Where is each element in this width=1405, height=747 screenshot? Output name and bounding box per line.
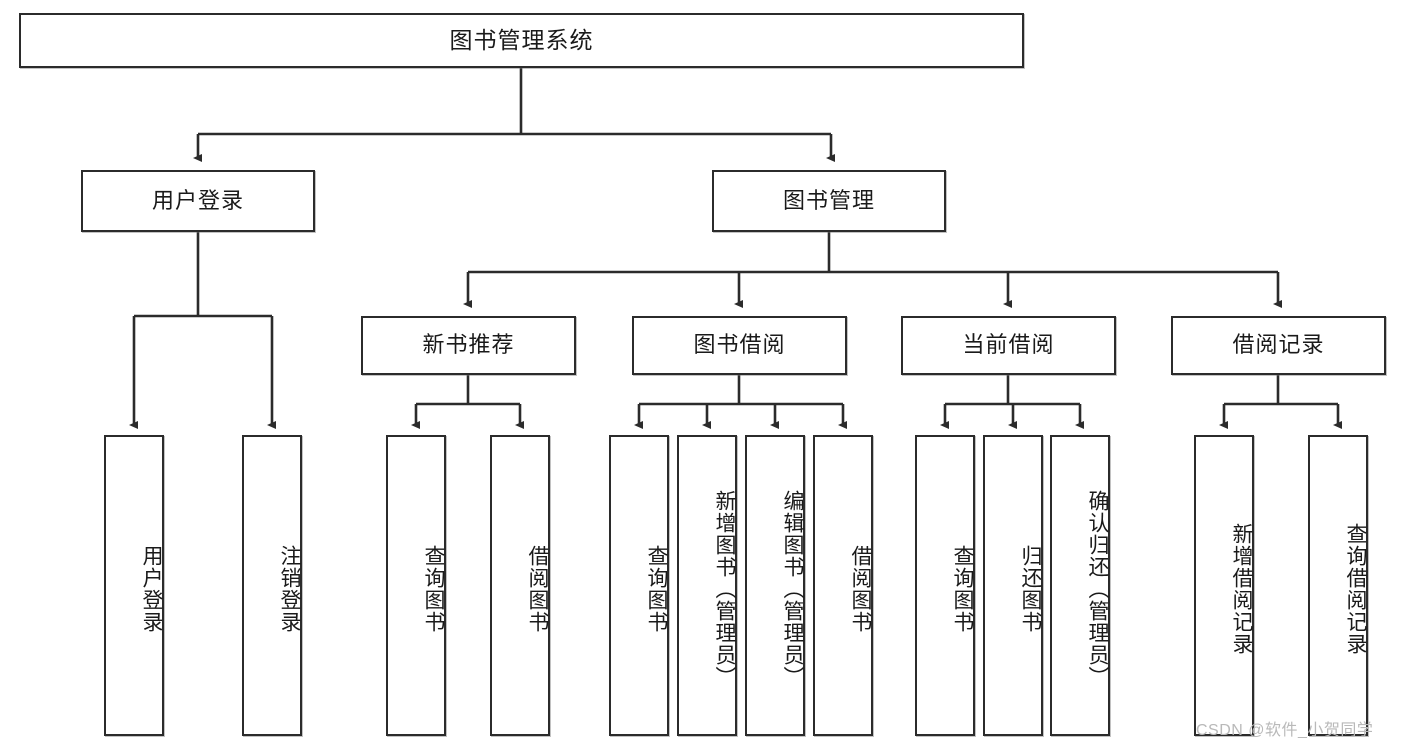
node-label: 新增借阅记录 — [1230, 522, 1253, 655]
node-label: 查询借阅记录 — [1344, 522, 1367, 655]
node-label: 查询图书 — [951, 544, 974, 633]
node-label: 注销登录 — [278, 544, 301, 633]
node-leaf-user-login[interactable]: 用户登录 — [104, 435, 164, 736]
node-leaf-query-record[interactable]: 查询借阅记录 — [1308, 435, 1368, 736]
node-user-login[interactable]: 用户登录 — [81, 170, 315, 232]
node-label: 查询图书 — [422, 544, 445, 633]
node-label: 图书借阅 — [693, 332, 786, 358]
node-label: 当前借阅 — [962, 332, 1055, 358]
node-leaf-query-book-3[interactable]: 查询图书 — [915, 435, 975, 736]
node-borrow-record[interactable]: 借阅记录 — [1171, 316, 1386, 375]
node-new-book-recommend[interactable]: 新书推荐 — [361, 316, 576, 375]
node-label: 借阅记录 — [1232, 332, 1325, 358]
node-leaf-logout-login[interactable]: 注销登录 — [242, 435, 302, 736]
node-root-system[interactable]: 图书管理系统 — [19, 13, 1024, 68]
node-leaf-edit-book[interactable]: 编辑图书（管理员） — [745, 435, 805, 736]
node-label: 编辑图书（管理员） — [781, 489, 804, 688]
node-leaf-return-book[interactable]: 归还图书 — [983, 435, 1043, 736]
node-leaf-query-book-1[interactable]: 查询图书 — [386, 435, 446, 736]
node-leaf-query-book-2[interactable]: 查询图书 — [609, 435, 669, 736]
node-label: 新增图书（管理员） — [713, 489, 736, 688]
node-current-borrow[interactable]: 当前借阅 — [901, 316, 1116, 375]
watermark: CSDN @软件_小贺同学 — [1196, 722, 1374, 739]
node-leaf-add-book[interactable]: 新增图书（管理员） — [677, 435, 737, 736]
node-label: 用户登录 — [151, 187, 244, 213]
node-label: 用户登录 — [140, 544, 163, 633]
node-label: 归还图书 — [1019, 544, 1042, 633]
node-book-manage[interactable]: 图书管理 — [712, 170, 946, 232]
node-label: 确认归还（管理员） — [1086, 489, 1109, 688]
node-book-borrow[interactable]: 图书借阅 — [632, 316, 847, 375]
node-label: 新书推荐 — [422, 332, 515, 358]
node-leaf-add-record[interactable]: 新增借阅记录 — [1194, 435, 1254, 736]
node-label: 查询图书 — [645, 544, 668, 633]
node-leaf-borrow-book-2[interactable]: 借阅图书 — [813, 435, 873, 736]
node-label: 图书管理 — [782, 187, 875, 213]
node-label: 图书管理系统 — [449, 26, 594, 53]
node-label: 借阅图书 — [526, 544, 549, 633]
node-leaf-borrow-book-1[interactable]: 借阅图书 — [490, 435, 550, 736]
node-leaf-confirm-return[interactable]: 确认归还（管理员） — [1050, 435, 1110, 736]
node-label: 借阅图书 — [849, 544, 872, 633]
